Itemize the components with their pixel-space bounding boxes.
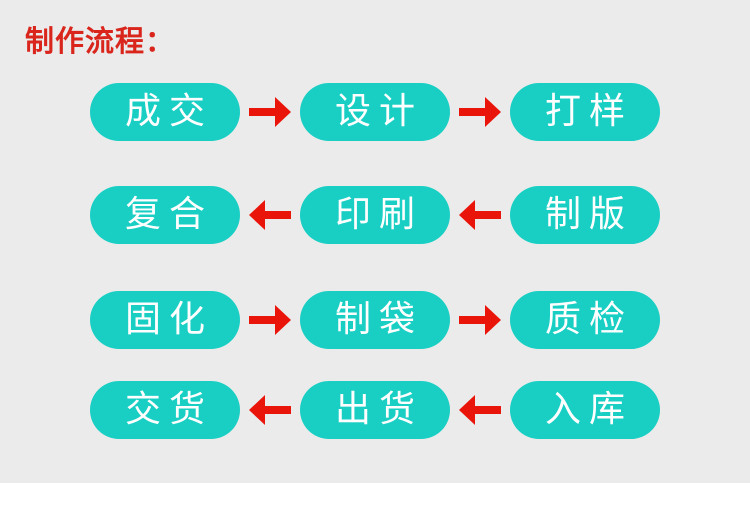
flow-step-label: 制版 [544,194,633,235]
flow-step-pill: 出货 [300,381,450,439]
flow-step-pill: 交货 [90,381,240,439]
flow-arrow-icon [450,305,510,335]
flow-step-label: 打样 [544,91,633,132]
flow-arrow-icon [240,97,300,127]
flow-row: 交货 出货 入库 [90,381,750,439]
flow-row: 固化 制袋 质检 [90,291,750,349]
flow-step-label: 制袋 [334,299,423,340]
flow-step-pill: 入库 [510,381,660,439]
flow-step-pill: 设计 [300,83,450,141]
flow-step-label: 出货 [334,389,423,430]
flow-step-label: 设计 [334,91,423,132]
flow-step-label: 固化 [124,299,213,340]
flow-step-pill: 固化 [90,291,240,349]
flow-step-label: 入库 [544,389,633,430]
flow-row: 复合 印刷 制版 [90,186,750,244]
flow-step-pill: 制版 [510,186,660,244]
page-title: 制作流程： [25,24,176,58]
flow-step-label: 交货 [124,389,213,430]
flow-arrow-icon [450,200,510,230]
flow-arrow-icon [240,200,300,230]
gray-background-panel: 制作流程： 成交 设计 打样 [0,0,750,483]
flow-step-pill: 打样 [510,83,660,141]
flow-step-pill: 质检 [510,291,660,349]
flow-step-label: 成交 [124,91,213,132]
flow-arrow-icon [240,395,300,425]
flow-step-pill: 印刷 [300,186,450,244]
flow-row: 成交 设计 打样 [90,83,750,141]
flow-diagram: 成交 设计 打样 复合 [0,83,750,439]
flow-step-pill: 复合 [90,186,240,244]
flow-arrow-icon [240,305,300,335]
flow-arrow-icon [450,395,510,425]
flow-arrow-icon [450,97,510,127]
flow-step-label: 质检 [544,299,633,340]
flow-step-pill: 制袋 [300,291,450,349]
flow-step-label: 印刷 [334,194,423,235]
flow-step-label: 复合 [124,194,213,235]
flow-step-pill: 成交 [90,83,240,141]
